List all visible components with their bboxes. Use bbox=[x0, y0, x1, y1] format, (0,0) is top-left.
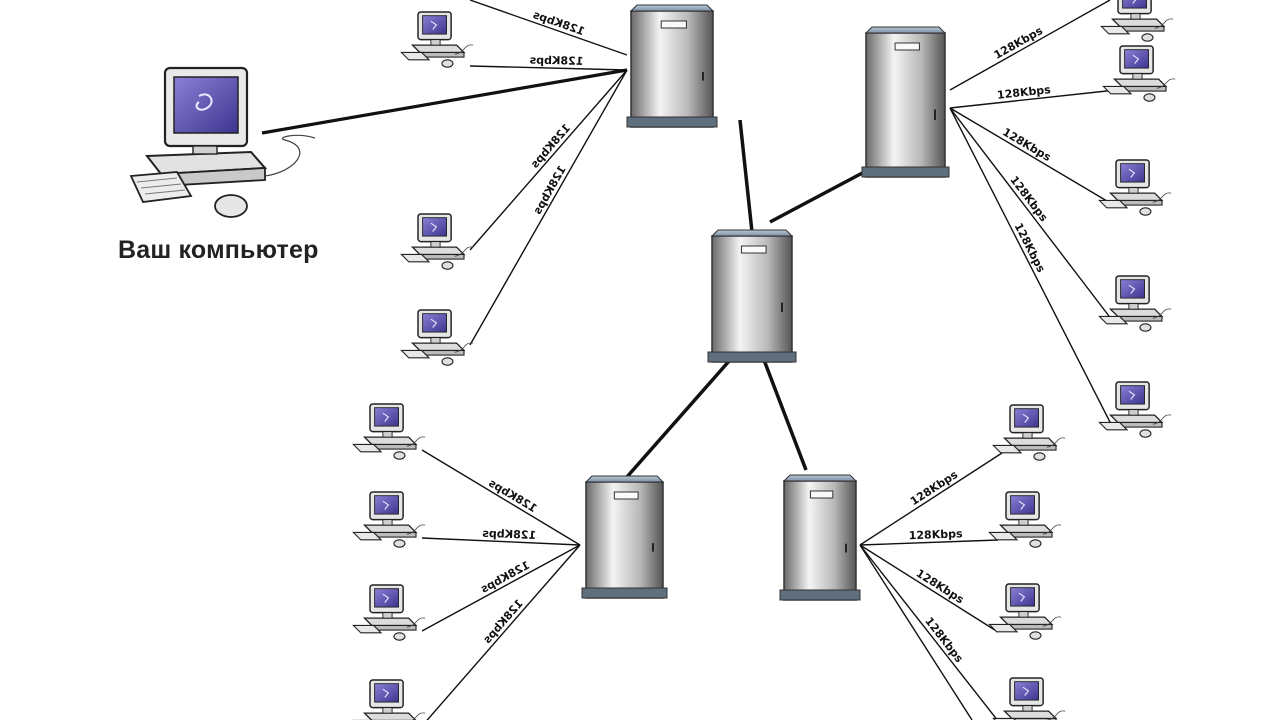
bandwidth-label: 128Kbps bbox=[1000, 125, 1053, 164]
workstation-7-icon bbox=[1098, 275, 1172, 332]
bandwidth-label: 128Kbps bbox=[914, 567, 967, 607]
workstation-12-icon bbox=[352, 679, 426, 720]
your-computer-icon bbox=[129, 66, 316, 218]
your-computer-caption: Ваш компьютер bbox=[118, 236, 319, 264]
workstation-1-icon bbox=[400, 11, 474, 68]
bandwidth-label: 128Kbps bbox=[531, 8, 586, 38]
workstation-13-icon bbox=[992, 404, 1066, 461]
network-links bbox=[261, 0, 1117, 720]
network-link bbox=[769, 168, 869, 224]
bandwidth-label: 128Kbps bbox=[529, 54, 584, 68]
network-link bbox=[421, 544, 581, 632]
server-center-icon bbox=[707, 229, 797, 363]
server-bottom-right-icon bbox=[779, 474, 861, 601]
bandwidth-label: 128Kbps bbox=[486, 476, 539, 515]
network-link bbox=[469, 69, 628, 251]
network-link bbox=[949, 0, 1111, 91]
network-link bbox=[624, 358, 732, 480]
network-link bbox=[469, 0, 628, 56]
workstation-10-icon bbox=[352, 491, 426, 548]
workstation-14-icon bbox=[988, 491, 1062, 548]
bandwidth-label: 128Kbps bbox=[922, 615, 966, 666]
bandwidth-label: 128Kbps bbox=[480, 597, 525, 646]
workstation-15-icon bbox=[988, 583, 1062, 640]
network-link bbox=[469, 65, 628, 71]
network-link bbox=[859, 539, 999, 546]
bandwidth-label: 128Kbps bbox=[531, 163, 569, 217]
bandwidth-label: 128Kbps bbox=[996, 83, 1051, 102]
server-top-icon bbox=[626, 4, 718, 128]
bandwidth-label: 128Kbps bbox=[992, 24, 1046, 62]
bandwidth-label: 128Kbps bbox=[478, 559, 532, 596]
network-link bbox=[859, 452, 1003, 546]
servers bbox=[581, 4, 950, 601]
server-bottom-left-icon bbox=[581, 475, 668, 599]
network-link bbox=[949, 89, 1117, 109]
network-link bbox=[859, 544, 973, 720]
bandwidth-label: 128Kbps bbox=[908, 468, 961, 508]
network-link bbox=[421, 449, 581, 546]
workstation-9-icon bbox=[352, 403, 426, 460]
workstation-2-icon bbox=[400, 213, 474, 270]
workstations bbox=[352, 0, 1176, 720]
workstation-16-icon bbox=[992, 677, 1066, 720]
your-computer bbox=[129, 66, 316, 218]
workstation-3-icon bbox=[400, 309, 474, 366]
server-right-icon bbox=[861, 26, 950, 178]
network-link bbox=[421, 537, 581, 546]
network-link bbox=[949, 107, 1113, 321]
bandwidth-label: 128Kbps bbox=[482, 527, 537, 542]
network-link bbox=[859, 544, 999, 720]
network-link bbox=[949, 107, 1113, 427]
bandwidth-label: 128Kbps bbox=[1007, 174, 1050, 225]
network-link bbox=[261, 68, 628, 135]
bandwidth-label: 128Kbps bbox=[909, 527, 964, 542]
workstation-4-icon bbox=[1100, 0, 1174, 42]
network-link bbox=[469, 69, 628, 346]
workstation-11-icon bbox=[352, 584, 426, 641]
bandwidth-label: 128Kbps bbox=[528, 122, 573, 171]
workstation-6-icon bbox=[1098, 159, 1172, 216]
network-link bbox=[426, 544, 581, 720]
network-link bbox=[859, 544, 999, 633]
workstation-5-icon bbox=[1102, 45, 1176, 102]
network-link bbox=[949, 107, 1113, 205]
network-link bbox=[738, 119, 754, 233]
network-link bbox=[762, 359, 808, 471]
workstation-8-icon bbox=[1098, 381, 1172, 438]
